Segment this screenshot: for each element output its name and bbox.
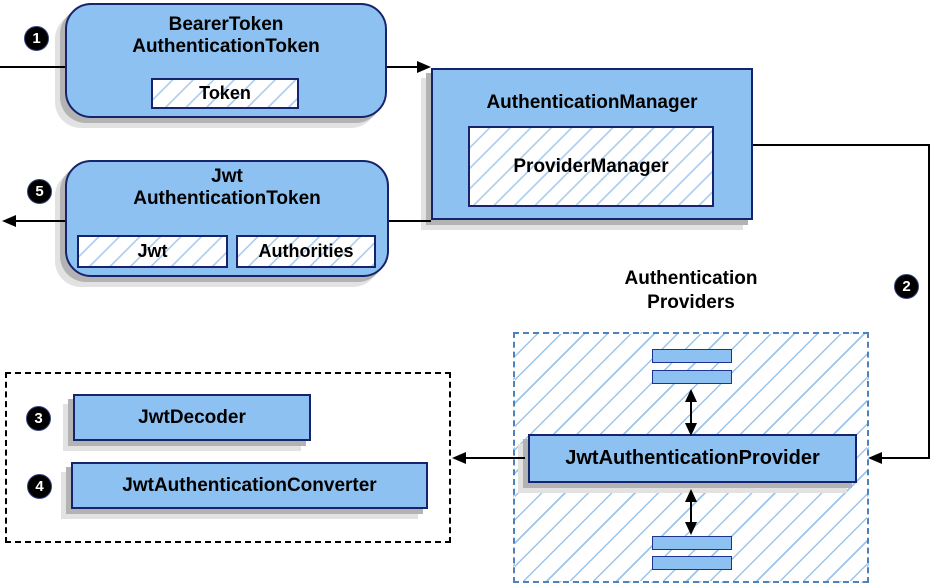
double-arrow-top-down-icon [685,423,697,436]
double-arrow-top-up-icon [685,389,697,402]
step-4-badge: 4 [27,474,52,499]
authentication-providers-container: JwtAuthenticationProvider [513,332,869,583]
jwt-authentication-converter-node: JwtAuthenticationConverter [71,462,428,509]
token-field: Token [151,78,299,109]
authentication-providers-label-line1: Authentication [624,268,758,289]
provider-stack-bottom-bar-1 [652,536,732,550]
manager-to-provider-line-vertical [928,144,930,459]
double-arrow-bottom-line [690,498,692,526]
bearer-to-manager-line [387,66,418,68]
manager-to-provider-line-top [753,144,930,146]
step-5-badge: 5 [27,179,52,204]
double-arrow-top-line [690,398,692,426]
manager-to-provider-arrowhead-icon [868,452,882,464]
authentication-manager-title: AuthenticationManager [486,92,698,113]
provider-stack-top-bar-1 [652,349,732,363]
step-2-badge: 2 [894,274,919,299]
bearer-to-manager-arrowhead-icon [417,61,431,73]
outgoing-result-arrowhead-icon [2,215,16,227]
step-1-badge: 1 [24,26,49,51]
provider-stack-top-bar-2 [652,370,732,384]
jwt-authentication-provider-node: JwtAuthenticationProvider [528,434,857,483]
provider-manager-field: ProviderManager [468,126,714,207]
authentication-manager-node: AuthenticationManager ProviderManager [431,68,753,220]
provider-to-decoder-arrowhead-icon [452,452,466,464]
double-arrow-bottom-up-icon [685,489,697,502]
jwt-authentication-token-node: Jwt AuthenticationToken Jwt Authorities [65,160,389,277]
authentication-providers-label-line2: Providers [647,292,735,313]
double-arrow-bottom-down-icon [685,522,697,535]
provider-to-decoder-line [464,457,525,459]
authentication-providers-label: Authentication Providers [561,267,821,315]
authorities-field: Authorities [236,235,376,268]
provider-stack-bottom-bar-2 [652,556,732,570]
jwt-decoder-node: JwtDecoder [73,394,311,441]
jwt-token-title-line1: Jwt [211,166,243,187]
step-3-badge: 3 [26,406,51,431]
manager-to-jwt-token-line [389,220,431,222]
outgoing-result-line [14,220,65,222]
jwt-field: Jwt [77,235,228,268]
bearer-token-title-line2: AuthenticationToken [132,36,320,57]
bearer-token-title-line1: BearerToken [168,14,284,35]
incoming-request-line [0,66,65,68]
bearer-token-authentication-token-node: BearerToken AuthenticationToken Token [65,3,387,118]
jwt-token-title-line2: AuthenticationToken [133,188,321,209]
manager-to-provider-line-bottom [880,457,930,459]
